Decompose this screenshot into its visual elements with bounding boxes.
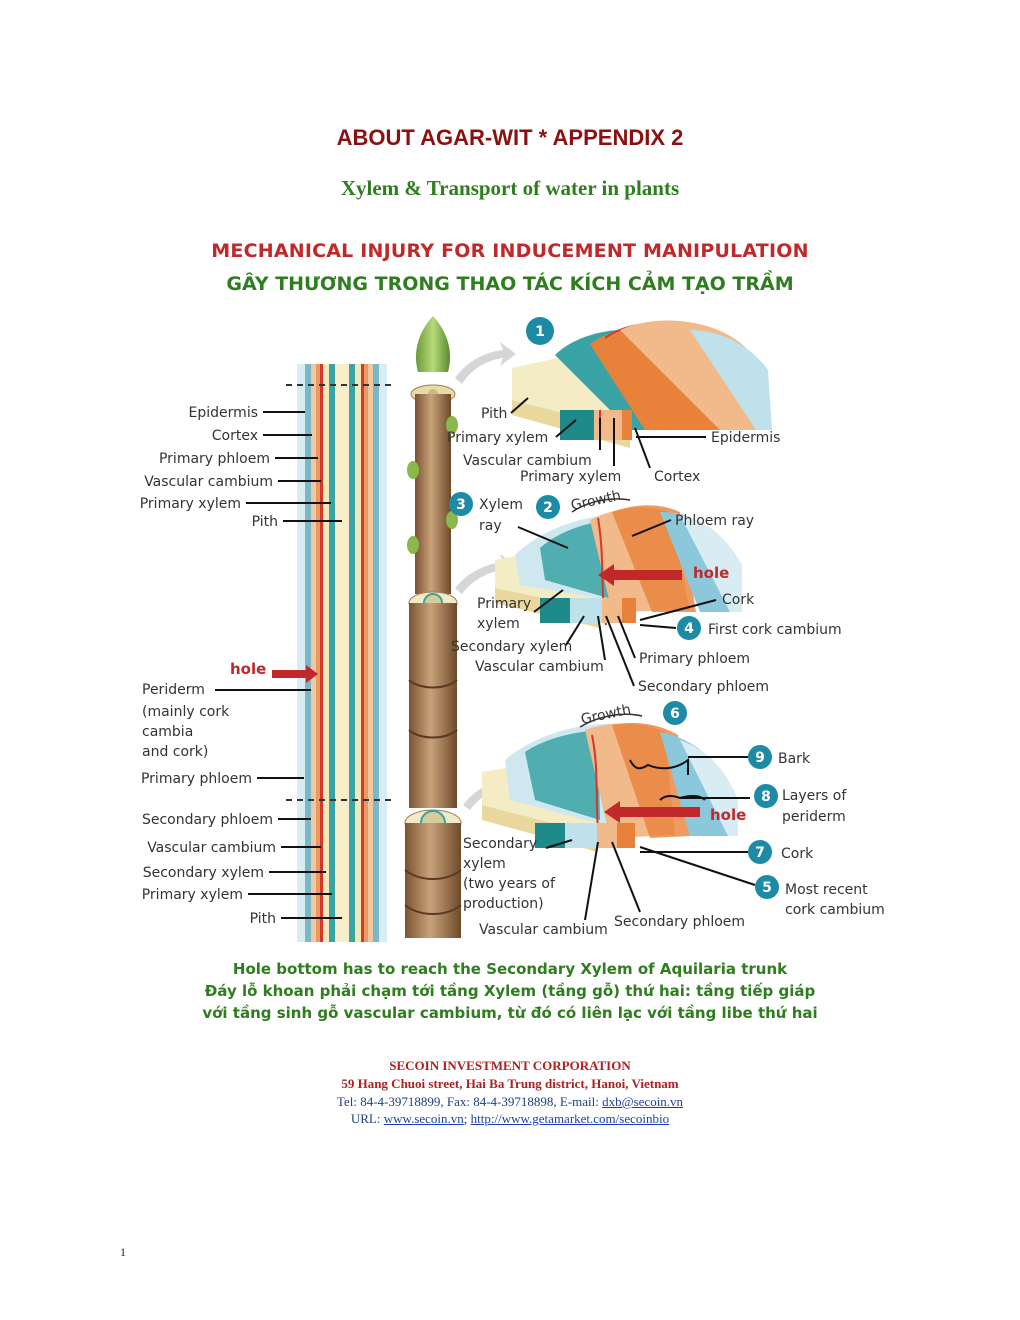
label-s2-secondary-phloem: Secondary phloem [638,679,769,695]
label-secondary-phloem: Secondary phloem [142,812,273,828]
caption-line-2: Đáy lỗ khoan phải chạm tới tầng Xylem (t… [204,982,816,1000]
hole-arrow-s2 [598,564,682,586]
label-s1-epidermis: Epidermis [711,430,780,446]
badge-3: 3 [456,497,466,513]
left-labels-top: Epidermis Cortex Primary phloem Vascular… [140,405,342,530]
label-s3-most-recent: Most recent [785,882,868,898]
label-s3-hole: hole [710,806,746,824]
cross-section-1: 1 Pith Primary xylem Vascular cambium Pr… [447,317,780,485]
label-s1-primary-xylem-2: Primary xylem [520,469,621,485]
url-separator: ; [463,1111,471,1126]
label-periderm-line3: cambia [142,724,193,740]
label-s2-phloem-ray: Phloem ray [675,513,754,529]
badge-4: 4 [684,621,694,637]
label-s2-hole: hole [693,564,729,582]
terminal-bud [415,316,451,372]
label-pith-bottom: Pith [250,911,276,927]
url-prefix: URL: [350,1111,384,1126]
badge-9: 9 [755,750,765,766]
label-vascular-cambium: Vascular cambium [144,474,273,490]
label-secondary-xylem: Secondary xylem [143,865,264,881]
badge-6: 6 [670,706,680,722]
label-s3-production: production) [463,896,544,912]
label-primary-xylem-bottom: Primary xylem [142,887,243,903]
label-s3-secondary-phloem: Secondary phloem [614,914,745,930]
label-s3-cork: Cork [781,846,814,862]
label-pith: Pith [252,514,278,530]
badge-7: 7 [755,845,765,861]
caption-line-1: Hole bottom has to reach the Secondary X… [232,960,788,978]
label-s2-primary-phloem: Primary phloem [639,651,750,667]
label-s2-xylem: Xylem [479,497,523,513]
email-link[interactable]: dxb@secoin.vn [602,1094,684,1109]
page-subtitle: Xylem & Transport of water in plants [340,176,680,200]
badge-5: 5 [762,880,772,896]
cross-section-2: Growth 3 Xylem ray 2 Phloem ray hole Pri… [449,488,842,695]
cross-section-3: Growth 6 9 Bark 8 Layers of periderm hol… [463,701,885,938]
label-vascular-cambium-bottom: Vascular cambium [147,840,276,856]
left-hole-annotation: hole Periderm (mainly cork cambia and co… [142,660,318,760]
label-s3-vascular-cambium: Vascular cambium [479,922,608,938]
label-s1-cortex: Cortex [654,469,700,485]
label-s3-secondary: Secondary [463,836,537,852]
label-s3-xylem: xylem [463,856,506,872]
label-periderm: Periderm [142,682,205,698]
label-s3-two-years: (two years of [463,876,556,892]
badge-8: 8 [761,789,771,805]
label-s3-bark: Bark [778,751,811,767]
hole-arrow-left [272,665,318,683]
label-s3-periderm: periderm [782,809,846,825]
company-address: 59 Hang Chuoi street, Hai Ba Trung distr… [341,1076,679,1091]
label-periderm-line4: and cork) [142,744,208,760]
page-number: 1 [120,1245,126,1259]
label-s2-ray: ray [479,518,502,534]
label-primary-phloem-bottom: Primary phloem [141,771,252,787]
label-primary-phloem: Primary phloem [159,451,270,467]
url-link-getamarket[interactable]: http://www.getamarket.com/secoinbio [470,1111,670,1126]
hole-arrow-s3 [604,801,700,823]
label-s2-primary: Primary [477,596,531,612]
label-periderm-line2: (mainly cork [142,704,230,720]
label-s1-primary-xylem: Primary xylem [447,430,548,446]
company-contact: Tel: 84-4-39718899, Fax: 84-4-39718898, … [0,1094,1020,1110]
badge-1: 1 [535,324,545,340]
label-primary-xylem: Primary xylem [140,496,241,512]
label-s2-xylem-2: xylem [477,616,520,632]
contact-text: Tel: 84-4-39718899, Fax: 84-4-39718898, … [336,1094,603,1109]
stem-illustration [404,316,462,938]
label-s2-vascular-cambium: Vascular cambium [475,659,604,675]
badge-2: 2 [543,500,553,516]
label-s1-pith: Pith [481,406,507,422]
page-title: ABOUT AGAR-WIT * APPENDIX 2 [336,125,684,150]
label-s2-growth: Growth [570,488,623,514]
caption-line-3: với tầng sinh gỗ vascular cambium, từ đó… [202,1004,818,1022]
company-url: URL: www.secoin.vn; http://www.getamarke… [0,1111,1020,1127]
label-s2-cork: Cork [722,592,755,608]
label-s2-secondary-xylem: Secondary xylem [451,639,572,655]
label-s3-layers-of: Layers of [782,788,847,804]
label-s3-cork-cambium: cork cambium [785,902,885,918]
left-labels-bottom: Primary phloem Secondary phloem Vascular… [141,771,342,927]
label-cortex: Cortex [212,428,258,444]
label-s2-first-cork-cambium: First cork cambium [708,622,842,638]
label-hole-left: hole [230,660,266,678]
figure-heading-english: MECHANICAL INJURY FOR INDUCEMENT MANIPUL… [211,240,809,262]
label-s1-vascular-cambium: Vascular cambium [463,453,592,469]
company-name: SECOIN INVESTMENT CORPORATION [389,1058,631,1073]
label-epidermis: Epidermis [189,405,258,421]
url-link-secoin[interactable]: www.secoin.vn [383,1111,464,1126]
figure-heading-vietnamese: GÂY THƯƠNG TRONG THAO TÁC KÍCH CẢM TẠO T… [226,273,794,295]
longitudinal-section [286,364,392,942]
